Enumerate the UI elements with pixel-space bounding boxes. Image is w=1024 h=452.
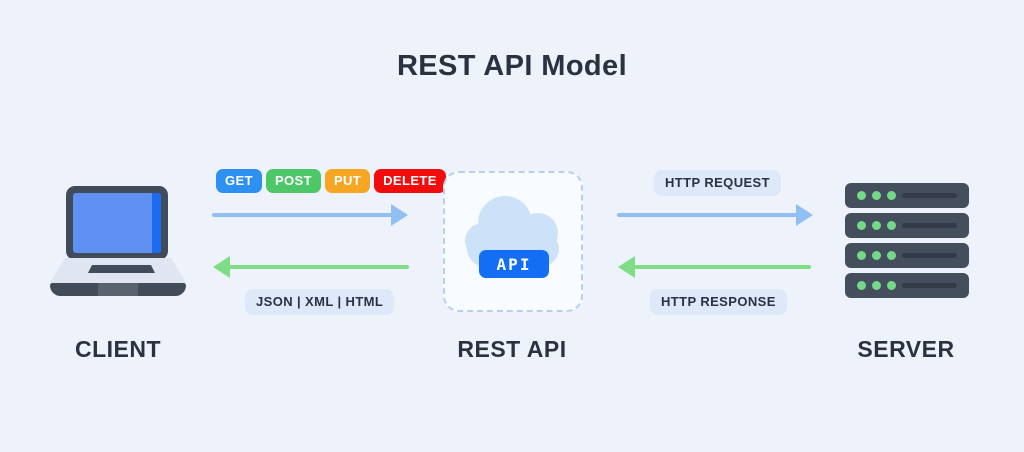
server-unit	[845, 243, 969, 268]
rest-api-box: API	[443, 171, 583, 312]
server-request-arrowhead-icon	[796, 204, 813, 226]
server-led-icon	[886, 251, 896, 260]
rest-api-label: REST API	[457, 336, 567, 362]
laptop-keyboard-slot	[88, 265, 155, 273]
http-response-pill: HTTP RESPONSE	[650, 289, 787, 315]
server-led-icon	[871, 221, 881, 230]
server-led-icon	[871, 191, 881, 200]
laptop-trackpad-notch	[98, 283, 138, 296]
server-led-icon	[857, 221, 866, 230]
server-response-arrow-line	[634, 265, 811, 269]
method-badge-get: GET	[216, 169, 262, 193]
server-led-icon	[857, 191, 866, 200]
api-badge: API	[479, 250, 549, 278]
server-drive-slot	[901, 283, 957, 288]
client-response-arrowhead-icon	[213, 256, 230, 278]
server-drive-slot	[901, 193, 957, 198]
laptop-display	[73, 193, 161, 253]
server-led-icon	[886, 281, 896, 290]
server-led-icon	[871, 251, 881, 260]
server-led-icon	[857, 251, 866, 260]
server-unit	[845, 213, 969, 238]
client-request-arrowhead-icon	[391, 204, 408, 226]
client-laptop-icon	[50, 186, 186, 298]
server-rack-icon	[845, 183, 969, 303]
http-methods-row: GET POST PUT DELETE	[216, 169, 446, 193]
server-unit	[845, 183, 969, 208]
laptop-bottom-bar	[50, 283, 186, 296]
server-unit	[845, 273, 969, 298]
client-response-arrow-line	[229, 265, 409, 269]
server-response-arrowhead-icon	[618, 256, 635, 278]
method-badge-delete: DELETE	[374, 169, 446, 193]
server-drive-slot	[901, 253, 957, 258]
server-led-icon	[886, 191, 896, 200]
server-led-icon	[857, 281, 866, 290]
http-request-pill: HTTP REQUEST	[654, 170, 781, 196]
laptop-screen-frame	[66, 186, 168, 260]
diagram-title: REST API Model	[396, 50, 628, 82]
response-formats-pill: JSON | XML | HTML	[245, 289, 395, 315]
client-label: CLIENT	[74, 336, 162, 362]
server-led-icon	[871, 281, 881, 290]
server-label: SERVER	[857, 336, 955, 362]
laptop-display-highlight	[152, 193, 161, 253]
method-badge-post: POST	[265, 169, 321, 193]
server-led-icon	[886, 221, 896, 230]
client-request-arrow-line	[212, 213, 392, 217]
server-request-arrow-line	[617, 213, 797, 217]
server-drive-slot	[901, 223, 957, 228]
method-badge-put: PUT	[324, 169, 371, 193]
